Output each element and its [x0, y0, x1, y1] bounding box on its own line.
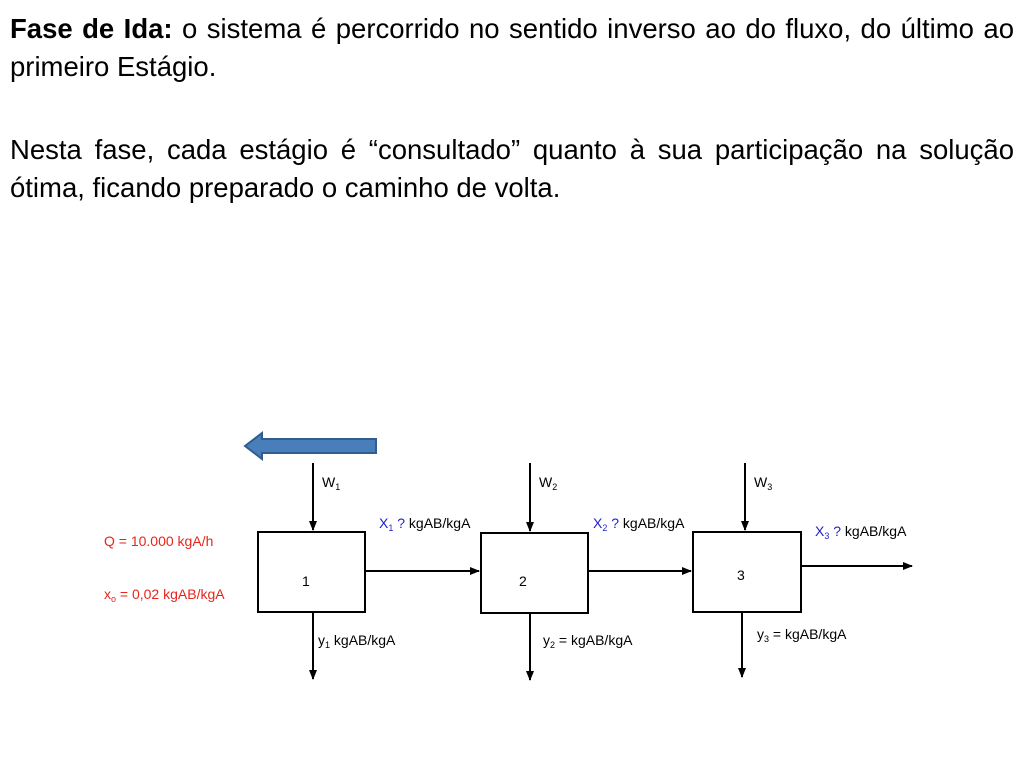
y1-label: y1 kgAB/kgA	[318, 632, 396, 650]
stage-box-1	[257, 531, 366, 613]
w3-label: W3	[754, 474, 773, 492]
paragraph-consulta-estagios: Nesta fase, cada estágio é “consultado” …	[10, 134, 1014, 203]
backward-direction-arrow	[243, 430, 377, 462]
x1-label: X1 ? kgAB/kgA	[379, 515, 471, 533]
feed-flow-label: Q = 10.000 kgA/h	[104, 533, 214, 549]
x3-label: X3 ? kgAB/kgA	[815, 523, 907, 541]
paragraph-fase-de-ida: Fase de Ida: o sistema é percorrido no s…	[10, 10, 1014, 86]
feed-concentration-label: xo = 0,02 kgAB/kgA	[104, 586, 225, 604]
y3-label: y3 = kgAB/kgA	[757, 626, 847, 644]
stage-number-2: 2	[519, 573, 527, 589]
y2-label: y2 = kgAB/kgA	[543, 632, 633, 650]
heading-fase-de-ida: Fase de Ida:	[10, 13, 173, 44]
w1-label: W1	[322, 474, 341, 492]
x2-label: X2 ? kgAB/kgA	[593, 515, 685, 533]
paragraph-fase-de-ida-text: o sistema é percorrido no sentido invers…	[10, 13, 1014, 82]
w2-label: W2	[539, 474, 558, 492]
stage-box-2	[480, 532, 589, 614]
stage-number-3: 3	[737, 567, 745, 583]
stage-number-1: 1	[302, 573, 310, 589]
stage-box-3	[692, 531, 802, 613]
